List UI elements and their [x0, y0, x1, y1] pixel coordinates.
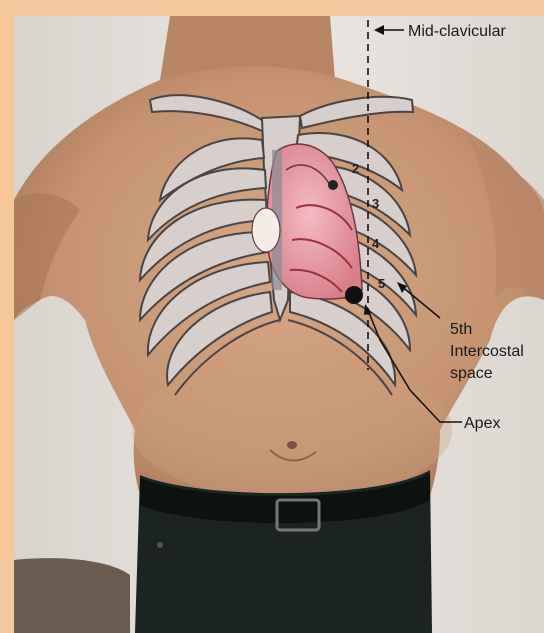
vessel-dot [328, 180, 338, 190]
label-midclavicular: Mid-clavicular [408, 23, 506, 40]
chair [14, 558, 130, 633]
label-apex: Apex [464, 415, 500, 432]
rib-number-5: 5 [378, 276, 385, 291]
label-intercostal-2: Intercostal [450, 343, 524, 360]
rib-number-3: 3 [372, 196, 379, 211]
label-intercostal-3: space [450, 365, 493, 382]
rib-number-2: 2 [352, 161, 359, 176]
apex-dot [345, 286, 363, 304]
right-atrium [252, 208, 280, 252]
trouser-button [157, 542, 163, 548]
navel [287, 441, 297, 449]
label-intercostal-1: 5th [450, 321, 472, 338]
rib-number-4: 4 [372, 236, 380, 251]
